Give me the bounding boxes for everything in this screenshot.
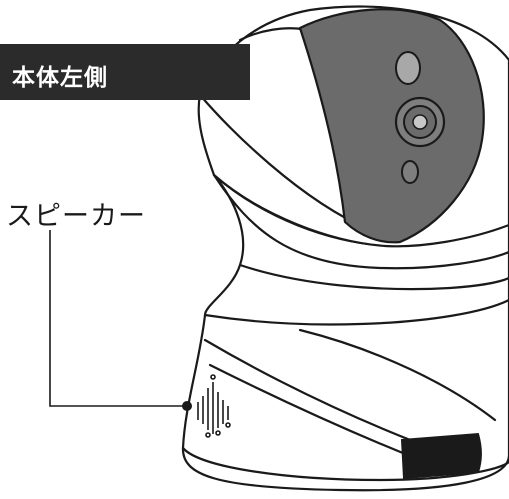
sensor-window: [400, 432, 482, 480]
lens-panel: [298, 8, 485, 244]
base-rim: [181, 446, 509, 482]
section-title: 本体左側: [12, 65, 108, 91]
speaker-grille: [197, 374, 231, 438]
ir-led-top: [395, 51, 421, 85]
leader-line: [49, 230, 185, 407]
title-bar: [0, 44, 250, 100]
lens-center: [412, 114, 428, 130]
speaker-label: スピーカー: [6, 201, 146, 232]
leader-dot: [182, 401, 192, 411]
ir-led-bottom: [401, 160, 419, 184]
